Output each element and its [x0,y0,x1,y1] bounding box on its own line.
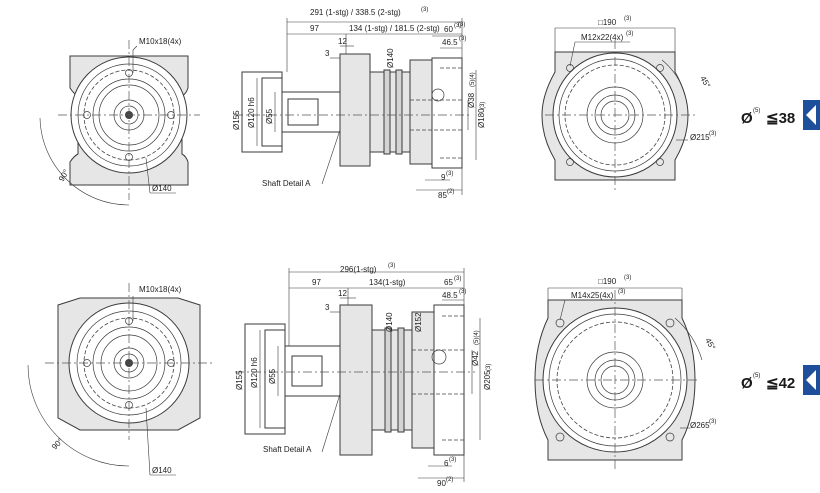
top-front-view-left: M10x18(4x) 90° Ø140 [39,37,200,206]
top-dia38-sup: (5)(4) [470,72,476,87]
bottom-length-134: 134(1-stg) [369,278,406,287]
top-label-prefix: Ø [741,110,753,127]
bottom-total-length: 296(1-stg) [340,265,377,274]
top-angle-left: 90° [57,168,71,183]
bottom-d48-5: 48.5 [442,291,458,300]
bottom-dia205-sup: (3) [486,364,492,371]
top-square-sup: (3) [624,16,631,22]
top-total-length: 291 (1-stg) / 338.5 (2-stg) [310,8,401,17]
bottom-dia42-sup: (5)(4) [474,330,480,345]
top-square: □190 [598,18,617,27]
top-d46-5: 46.5 [442,38,458,47]
top-front-view-right: □190 (3) M12x22(4x) (3) 45° Ø215 (3) [541,16,716,190]
top-d85-sup: (2) [447,189,454,195]
top-length-97: 97 [310,24,319,33]
bottom-d6-sup: (3) [449,457,456,463]
top-bolt-circle-right-sup: (3) [709,131,716,137]
top-d60-sup: (3) [454,23,461,29]
bottom-label-text: ≦42 [766,375,795,392]
bottom-shaft-detail: Shaft Detail A [263,445,312,454]
bottom-d65-sup: (3) [454,276,461,282]
bottom-thread-right: M14x25(4x) [571,291,614,300]
bottom-length-97: 97 [312,278,321,287]
bottom-d3: 3 [325,303,330,312]
top-size-label: Ø (5) ≦38 [741,100,820,130]
top-total-length-sup: (3) [421,7,428,13]
bottom-dia42: Ø42 [471,350,480,366]
bottom-dia205: Ø205 [483,370,492,390]
top-dia120: Ø120 h6 [247,97,256,128]
bottom-d48-5-sup: (3) [459,289,466,295]
top-side-view: 291 (1-stg) / 338.5 (2-stg) (3) 97 134 (… [232,7,486,200]
top-shaft-detail: Shaft Detail A [262,179,311,188]
bottom-d90: 90 [437,479,446,488]
top-d12: 12 [338,37,347,46]
top-bolt-circle-right: Ø215 [690,133,710,142]
top-length-134: 134 (1-stg) / 181.5 (2-stg) [349,24,440,33]
top-d3: 3 [325,49,330,58]
top-length-134-sup: (3) [458,22,465,28]
bottom-bolt-circle-right: Ø265 [690,421,710,430]
top-angle-right: 45° [698,75,712,90]
top-thread-right-sup: (3) [626,31,633,37]
top-dia180: Ø180 [477,108,486,128]
bottom-size-label: Ø (5) ≦42 [741,365,820,395]
top-dia155: Ø155 [232,110,241,130]
top-dia38: Ø38 [467,92,476,108]
top-thread-left: M10x18(4x) [139,37,182,46]
bottom-front-view-left: M10x18(4x) 90° Ø140 [27,283,212,476]
top-label-sup: (5) [753,108,760,114]
bottom-angle-left: 90° [50,436,65,451]
bottom-d90-sup: (2) [446,477,453,483]
top-bolt-circle-left: Ø140 [152,184,172,193]
top-dia180-sup: (3) [480,102,486,109]
top-d9-sup: (3) [446,171,453,177]
bottom-side-view: 296(1-stg) (3) 97 134(1-stg) 12 3 65 (3)… [235,263,492,488]
bottom-d6: 6 [444,459,449,468]
bottom-square: □190 [598,277,617,286]
bottom-dia140: Ø140 [385,312,394,332]
top-label-text: ≦38 [766,110,795,127]
bottom-dia55: Ø55 [268,368,277,384]
bottom-front-view-right: □190 (3) M14x25(4x) (3) 45° Ø265 (3) [534,275,717,470]
bottom-dia120: Ø120 h6 [250,357,259,388]
bottom-bolt-circle-right-sup: (3) [709,419,716,425]
bottom-square-sup: (3) [624,275,631,281]
left-triangle-icon [806,105,816,125]
top-d9: 9 [441,173,446,182]
bottom-total-length-sup: (3) [388,263,395,269]
bottom-dia152: Ø152 [414,312,423,332]
bottom-thread-right-sup: (3) [618,289,625,295]
top-d46-5-sup: (3) [459,36,466,42]
bottom-label-sup: (5) [753,373,760,379]
bottom-d12: 12 [338,289,347,298]
top-d60: 60 [444,25,453,34]
bottom-angle-right: 45° [703,337,717,352]
left-triangle-icon [806,370,816,390]
bottom-dia155: Ø155 [235,370,244,390]
top-thread-right: M12x22(4x) [581,33,624,42]
top-d85: 85 [438,191,447,200]
bottom-thread-left: M10x18(4x) [139,285,182,294]
bottom-d65: 65 [444,278,453,287]
top-dia55: Ø55 [265,108,274,124]
bottom-bolt-circle-left: Ø140 [152,466,172,475]
top-dia140: Ø140 [386,48,395,68]
bottom-label-prefix: Ø [741,375,753,392]
